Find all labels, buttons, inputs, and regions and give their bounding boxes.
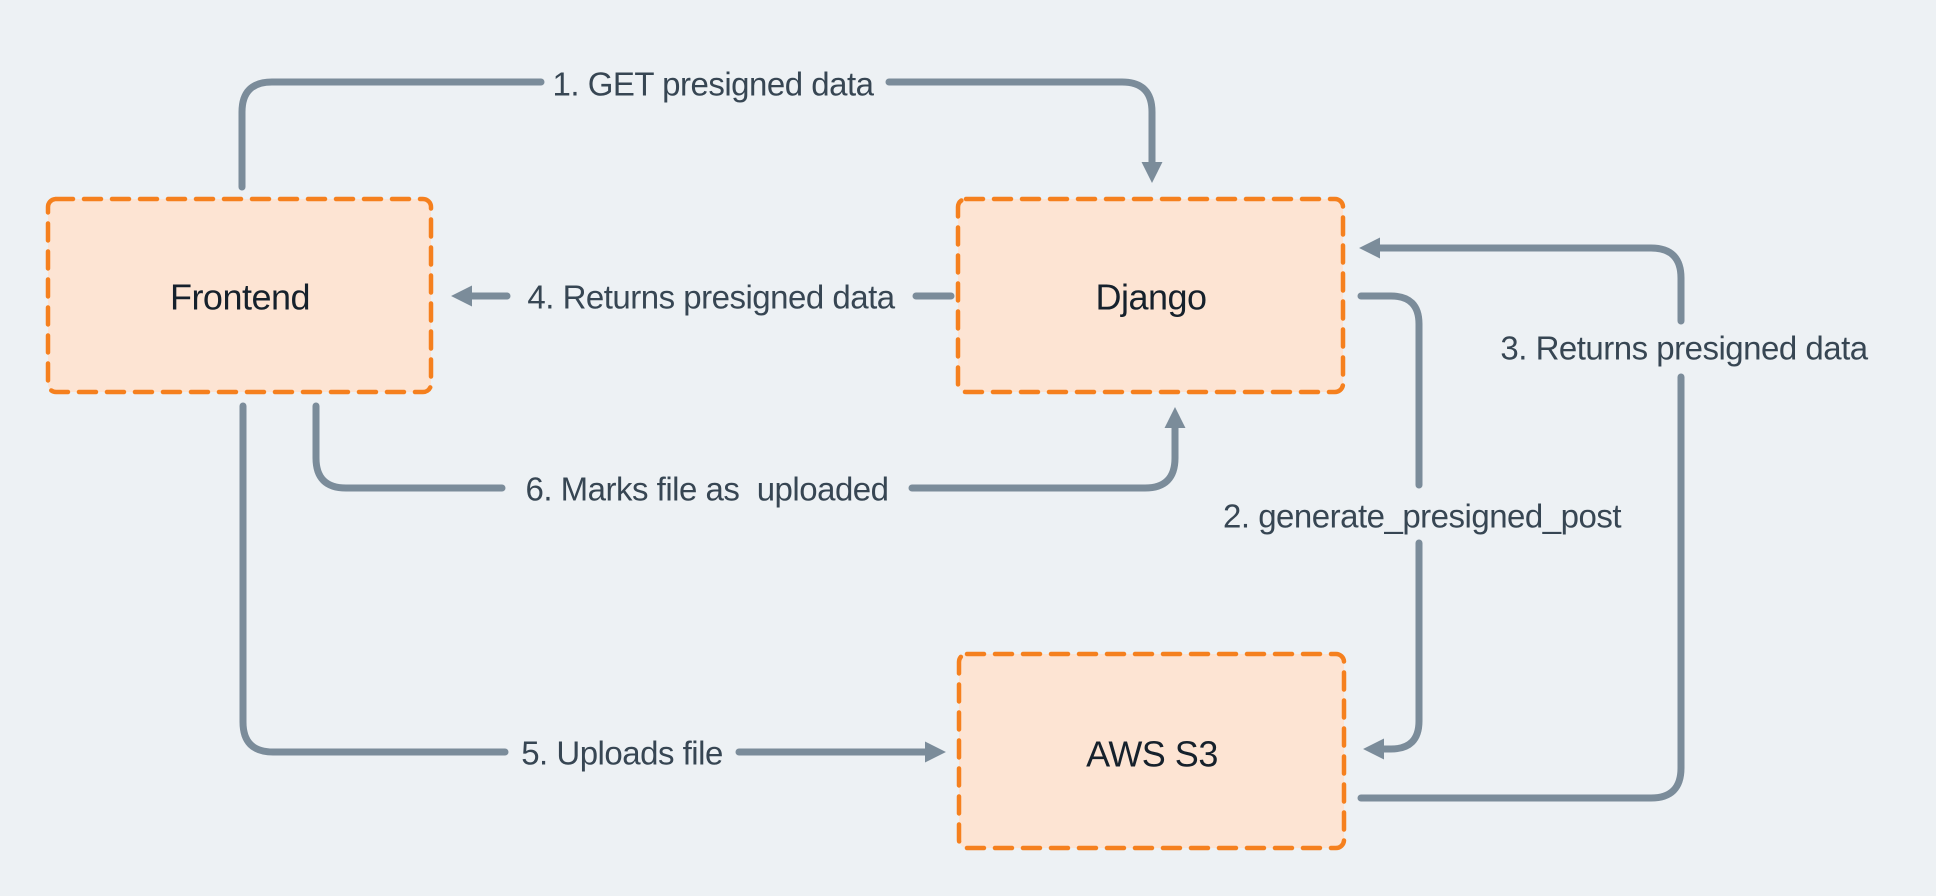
node-aws-s3-label: AWS S3: [1086, 734, 1218, 775]
edge-1-label: 1. GET presigned data: [553, 66, 875, 103]
edge-2-generate-presigned-post: 2. generate_presigned_post: [1223, 292, 1622, 760]
node-django-label: Django: [1095, 277, 1206, 318]
edge-6-path-end-arrow: [908, 407, 1186, 492]
node-django: Django: [955, 196, 1346, 395]
edge-6-label: 6. Marks file as uploaded: [525, 471, 888, 508]
node-aws-s3: AWS S3: [956, 651, 1347, 851]
edge-1-path-end-arrow: [885, 78, 1163, 183]
edge-3-path-start: [1357, 373, 1685, 802]
edge-3-label: 3. Returns presigned data: [1500, 330, 1868, 367]
edge-5-label: 5. Uploads file: [521, 735, 723, 772]
edge-2-path-start: [1357, 292, 1423, 489]
edge-5-uploads-file: 5. Uploads file: [239, 402, 946, 772]
edge-3-returns-presigned-data: 3. Returns presigned data: [1357, 237, 1869, 802]
node-frontend-box: [45, 196, 434, 395]
edge-6-marks-file-uploaded: 6. Marks file as uploaded: [312, 402, 1186, 508]
edge-4-label: 4. Returns presigned data: [527, 279, 895, 316]
edge-5-path-start: [239, 402, 509, 756]
edge-1-get-presigned-data: 1. GET presigned data: [238, 66, 1163, 191]
edge-2-label: 2. generate_presigned_post: [1223, 498, 1621, 535]
edge-6-path-start: [312, 402, 506, 492]
edge-1-path-start: [238, 78, 545, 191]
edge-4-returns-presigned-data: 4. Returns presigned data: [451, 279, 955, 316]
node-frontend: Frontend: [45, 196, 434, 395]
node-django-box: [955, 196, 1346, 395]
node-frontend-label: Frontend: [170, 277, 310, 318]
edge-2-path-end-arrow: [1363, 539, 1423, 760]
edge-3-path-end-arrow: [1359, 237, 1685, 325]
node-aws-s3-box: [956, 651, 1347, 851]
